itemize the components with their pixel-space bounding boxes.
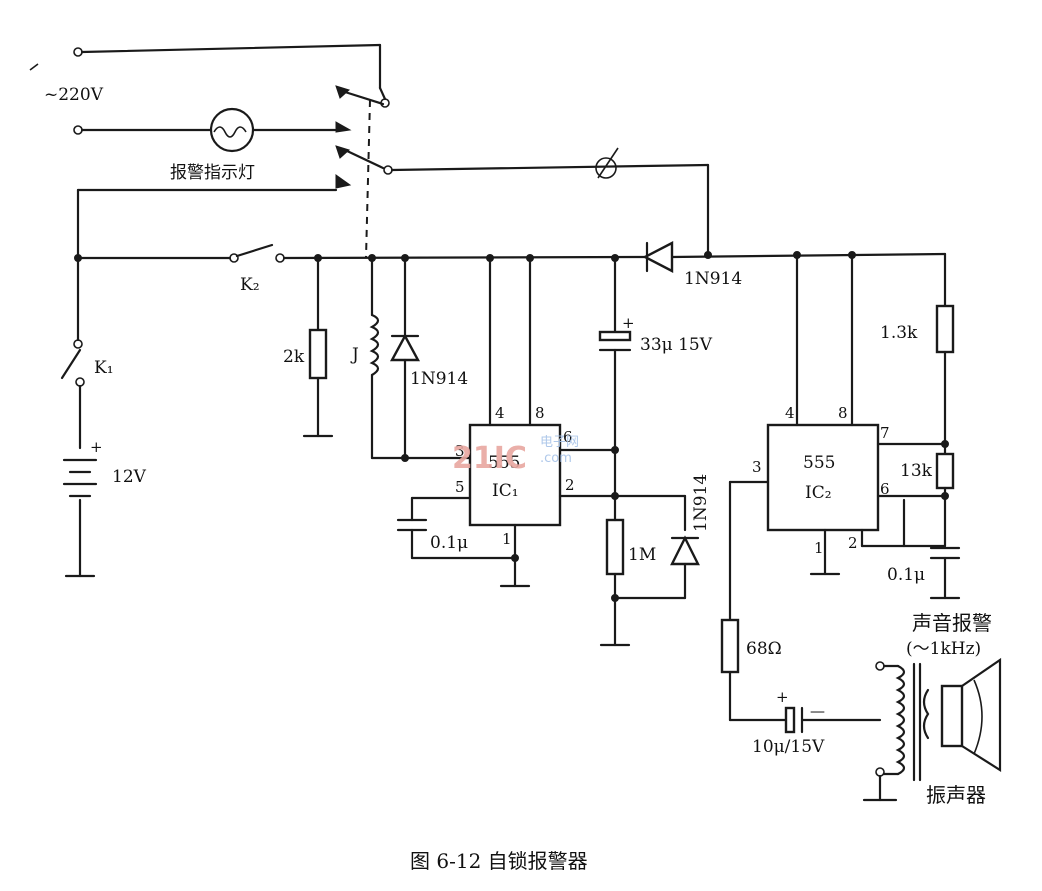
supply-rail: K₂ 1N914 bbox=[74, 241, 947, 295]
svg-text:8: 8 bbox=[838, 404, 848, 422]
timing-network: + 33μ 15V 1M 1N914 bbox=[598, 256, 713, 647]
resistor-1m bbox=[605, 518, 625, 576]
svg-text:7: 7 bbox=[880, 424, 890, 442]
transformer-icon bbox=[895, 664, 906, 776]
diode-top bbox=[642, 241, 674, 273]
ic2-555: 4 8 3 7 6 1 2 555 IC₂ 1.3k 13k 0.1μ bbox=[752, 252, 961, 600]
svg-text:8: 8 bbox=[535, 404, 545, 422]
r13k-a-label: 1.3k bbox=[880, 323, 918, 343]
r1m-label: 1M bbox=[628, 545, 656, 565]
resistor-13k bbox=[935, 452, 955, 490]
battery-label: 12V bbox=[112, 467, 147, 487]
mains-label: ~220V bbox=[44, 85, 104, 105]
ic2-name: 555 bbox=[803, 453, 835, 473]
wire-crossing-mark bbox=[595, 157, 617, 179]
figure-caption: 图 6-12 自锁报警器 bbox=[410, 849, 588, 873]
speaker-icon bbox=[940, 684, 964, 748]
watermark-text1: 电子网 bbox=[540, 435, 579, 450]
r68-label: 68Ω bbox=[746, 639, 782, 659]
r2k-label: 2k bbox=[283, 347, 305, 367]
diode-top-label: 1N914 bbox=[684, 269, 742, 289]
svg-text:3: 3 bbox=[455, 442, 465, 460]
sound-alarm-label: 声音报警 bbox=[912, 611, 992, 635]
cap-33u-label: 33μ 15V bbox=[640, 335, 713, 355]
cap-10u bbox=[784, 706, 796, 734]
svg-text:1: 1 bbox=[502, 530, 512, 548]
relay-contact-1 bbox=[343, 90, 385, 106]
ic1-name: 555 bbox=[488, 453, 520, 473]
relay-contact-marker bbox=[335, 85, 350, 99]
relay-contact-2 bbox=[343, 148, 385, 170]
output-section: 68Ω + — 10μ/15V 声音报警 (～1kHz) 振声器 bbox=[720, 480, 1002, 807]
speaker-label: 振声器 bbox=[926, 783, 986, 807]
diode-relay bbox=[389, 333, 421, 362]
watermark-text2: .com bbox=[540, 451, 572, 466]
cap-10u-label: 10μ/15V bbox=[752, 737, 825, 757]
indicator-lamp-icon bbox=[209, 107, 255, 153]
mains-section: ~220V 报警指示灯 bbox=[29, 43, 710, 260]
svg-text:4: 4 bbox=[785, 404, 795, 422]
svg-text:2: 2 bbox=[848, 534, 858, 552]
svg-text:1: 1 bbox=[814, 539, 824, 557]
resistor-68 bbox=[720, 618, 740, 674]
ic1-555: 4 8 3 6 5 2 1 555 IC₁ 0.1μ bbox=[396, 256, 617, 588]
diode-1m-label: 1N914 bbox=[691, 474, 711, 532]
svg-text:+: + bbox=[622, 314, 635, 332]
cap-ic1-label: 0.1μ bbox=[430, 533, 468, 553]
svg-text:5: 5 bbox=[455, 478, 465, 496]
relay-coupling bbox=[365, 99, 371, 259]
battery-section: K₁ + 12V bbox=[60, 256, 147, 578]
svg-text:2: 2 bbox=[565, 476, 575, 494]
svg-text:4: 4 bbox=[495, 404, 505, 422]
relay-coil: J 1N914 bbox=[350, 256, 472, 462]
svg-text:3: 3 bbox=[752, 458, 762, 476]
relay-label: J bbox=[350, 345, 359, 365]
k2-label: K₂ bbox=[240, 275, 260, 295]
k1-label: K₁ bbox=[94, 358, 114, 378]
svg-text:—: — bbox=[810, 702, 825, 720]
svg-text:6: 6 bbox=[880, 480, 890, 498]
svg-text:6: 6 bbox=[563, 428, 573, 446]
indicator-lamp-label: 报警指示灯 bbox=[170, 163, 255, 183]
relay-coil-icon bbox=[369, 313, 380, 377]
switch-k1 bbox=[60, 348, 82, 380]
svg-text:+: + bbox=[90, 438, 103, 456]
freq-label: (～1kHz) bbox=[906, 639, 981, 659]
diode-1m bbox=[670, 535, 700, 566]
r13k-label: 13k bbox=[900, 461, 933, 481]
cap-ic2-label: 0.1μ bbox=[887, 565, 925, 585]
watermark: 21IC 电子网 .com bbox=[452, 435, 579, 476]
svg-text:+: + bbox=[776, 688, 789, 706]
diode-relay-label: 1N914 bbox=[410, 369, 468, 389]
resistor-2k: 2k bbox=[283, 256, 334, 438]
ic1-ref: IC₁ bbox=[492, 481, 519, 501]
resistor-1-3k bbox=[935, 304, 955, 354]
ic2-ref: IC₂ bbox=[805, 483, 832, 503]
switch-k2 bbox=[235, 243, 274, 258]
watermark-brand: 21IC bbox=[452, 441, 527, 476]
